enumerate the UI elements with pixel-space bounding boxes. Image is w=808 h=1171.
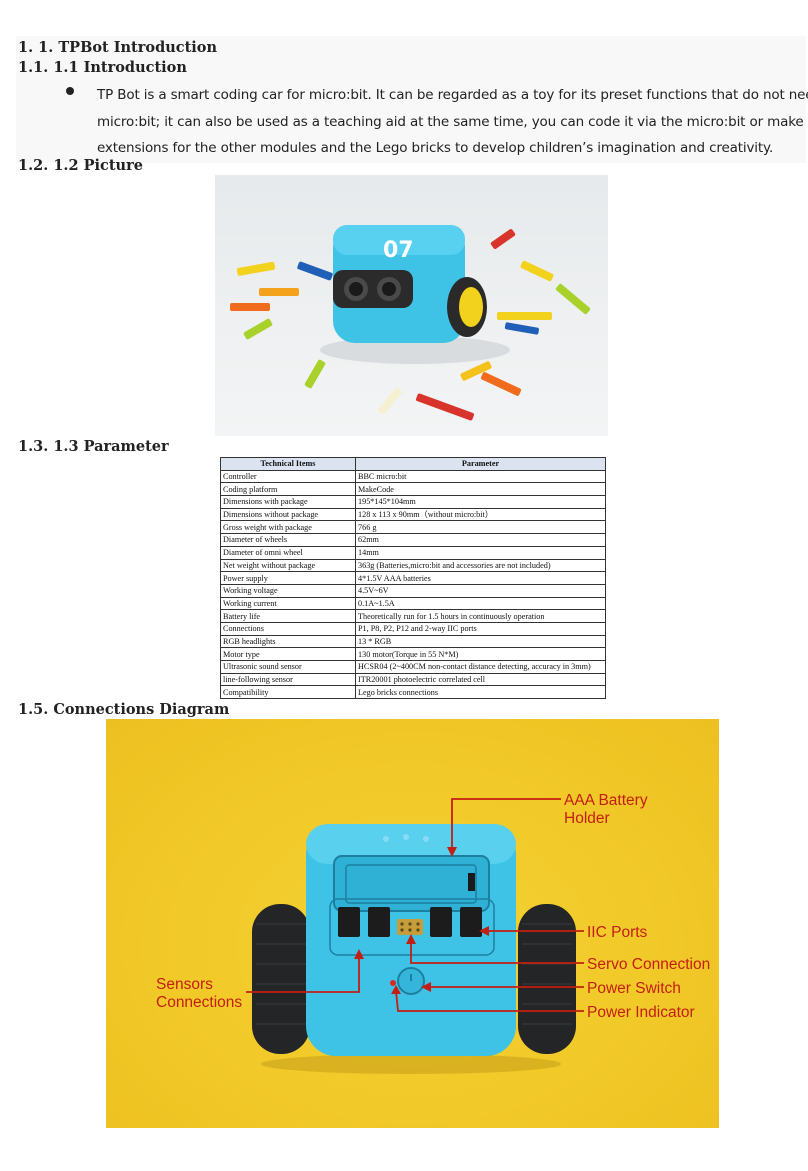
cell-value: 363g (Batteries,micro:bit and accessorie… [355,558,606,573]
cell-item: Ultrasonic sound sensor [220,660,356,674]
heading-picture: 1.2. 1.2 Picture [18,157,143,174]
label-connections: Connections [156,994,242,1011]
cell-value: 62mm [355,533,606,547]
cell-value: 766 g [355,520,606,535]
table-row: Compatibility Lego bricks connections [220,685,606,700]
table-header-row: Technical Items Parameter [220,457,606,471]
cell-value: 4*1.5V AAA batteries [355,571,606,585]
cell-value: Theoretically run for 1.5 hours in conti… [355,609,606,623]
cell-value: 13 * RGB [355,634,606,649]
cell-item: Controller [220,469,356,484]
column-header: Parameter [355,457,606,471]
intro-section-background [16,36,806,163]
tpbot-photo-illustration: 07 [230,225,591,421]
connections-diagram: AAA Battery Holder IIC Ports Servo Conne… [106,719,719,1128]
label-servo-connection: Servo Connection [587,956,710,973]
heading-parameter: 1.3. 1.3 Parameter [18,438,169,455]
cell-item: Working current [220,596,356,611]
label-holder: Holder [564,810,610,827]
cell-value: 0.1A~1.5A [355,596,606,611]
cell-item: Power supply [220,571,356,585]
intro-line: TP Bot is a smart coding car for micro:b… [97,87,808,103]
cell-value: MakeCode [355,482,606,497]
label-power-switch: Power Switch [587,980,681,997]
cell-item: RGB headlights [220,634,356,649]
cell-item: Battery life [220,609,356,623]
label-iic-ports: IIC Ports [587,924,648,941]
cell-item: Gross weight with package [220,520,356,535]
bullet-icon [66,87,74,95]
cell-item: Working voltage [220,583,356,598]
tpbot-product-photo: 07 [215,175,608,436]
cell-value: HCSR04 (2~400CM non-contact distance det… [355,660,606,674]
robot-number-label: 07 [383,238,414,263]
intro-line: micro:bit; it can also be used as a teac… [97,113,804,130]
cell-value: 128 x 113 x 90mm（without micro:bit） [355,507,606,522]
column-header: Technical Items [220,457,356,471]
cell-item: Connections [220,621,356,636]
label-aaa-battery: AAA Battery [564,792,648,809]
cell-item: line-following sensor [220,672,356,687]
cell-value: Lego bricks connections [355,685,606,700]
cell-item: Dimensions with package [220,495,356,509]
cell-item: Coding platform [220,482,356,497]
cell-item: Dimensions without package [220,507,356,522]
label-sensors: Sensors [156,976,213,993]
cell-value: 130 motor(Torque in 55 N*M) [355,647,606,661]
intro-paragraph: TP Bot is a smart coding car for micro:b… [97,82,808,162]
connections-diagram-illustration: AAA Battery Holder IIC Ports Servo Conne… [156,792,710,1074]
cell-item: Diameter of omni wheel [220,545,356,560]
cell-item: Compatibility [220,685,356,700]
cell-value: 4.5V~6V [355,583,606,598]
cell-item: Motor type [220,647,356,661]
cell-value: BBC micro:bit [355,469,606,484]
table-row: Ultrasonic sound sensor HCSR04 (2~400CM … [220,660,606,674]
cell-value: ITR20001 photoelectric correlated cell [355,672,606,687]
heading-connections-diagram: 1.5. Connections Diagram [18,701,230,718]
cell-item: Diameter of wheels [220,533,356,547]
cell-value: 195*145*104mm [355,495,606,509]
cell-item: Net weight without package [220,558,356,573]
label-power-indicator: Power Indicator [587,1004,695,1021]
table-row: line-following sensor ITR20001 photoelec… [220,672,606,687]
intro-line: extensions for the other modules and the… [97,140,774,156]
heading-introduction: 1.1. 1.1 Introduction [18,59,187,76]
cell-value: P1, P8, P2, P12 and 2-way IIC ports [355,621,606,636]
cell-value: 14mm [355,545,606,560]
heading-tpbot-introduction: 1. 1. TPBot Introduction [18,39,217,56]
